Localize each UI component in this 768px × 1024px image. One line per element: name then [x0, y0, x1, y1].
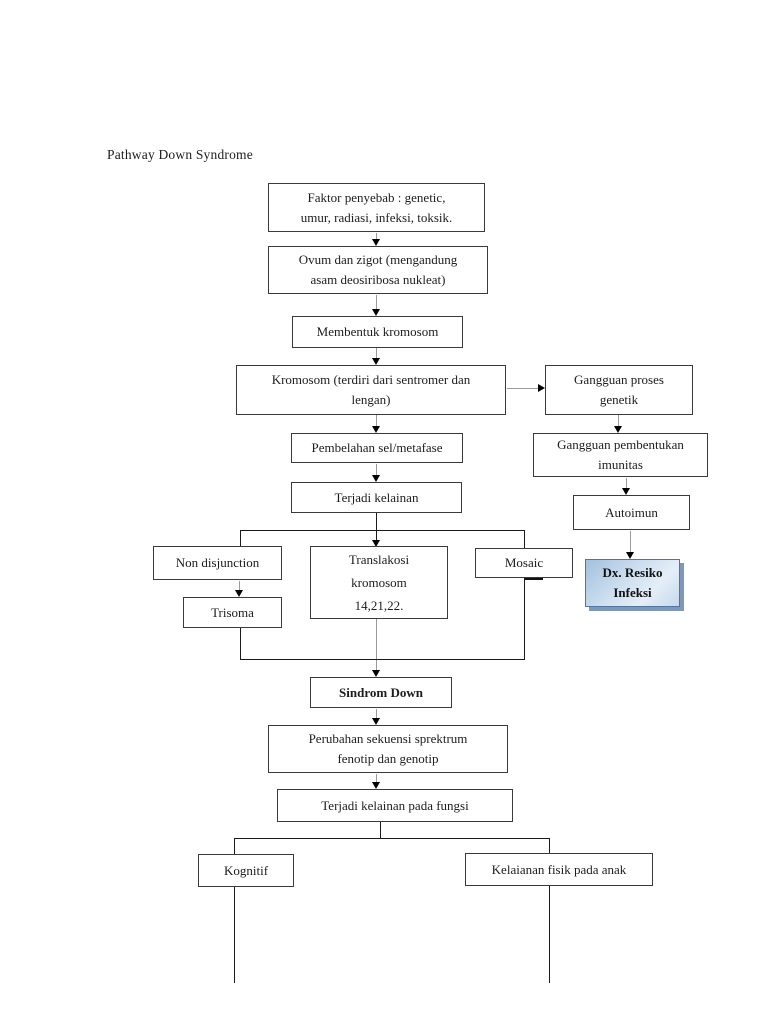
- tail-line-kelaianan: [549, 886, 551, 983]
- connector-perubahan-fungsi: [376, 774, 378, 782]
- node-gangguan-imunitas: Gangguan pembentukan imunitas: [533, 433, 708, 477]
- fork-stem-fungsi: [380, 822, 382, 839]
- branch-drop-nondisjunction: [240, 530, 242, 546]
- arrowhead-translakosi: [372, 540, 380, 547]
- arrowhead-gangguanproses-imunitas: [614, 426, 622, 433]
- branch-line-mosaic: [524, 530, 526, 660]
- diagram-title: Pathway Down Syndrome: [107, 147, 253, 162]
- arrowhead-autoimun-dx: [626, 552, 634, 559]
- arrowhead-faktor-ovum: [372, 239, 380, 246]
- arrowhead-pembelahan-kelainan: [372, 475, 380, 482]
- node-faktor-penyebab: Faktor penyebab : genetic, umur, radiasi…: [268, 183, 485, 232]
- branch-bar-top: [240, 530, 525, 532]
- branch-stem-kelainan: [376, 513, 378, 531]
- node-terjadi-kelainan-fungsi: Terjadi kelainan pada fungsi: [277, 789, 513, 822]
- mosaic-connector-joint: [524, 577, 543, 580]
- connector-ovum-membentuk: [376, 295, 378, 309]
- node-gangguan-proses-genetik: Gangguan proses genetik: [545, 365, 693, 415]
- connector-faktor-ovum: [376, 233, 378, 240]
- node-sindrom-down: Sindrom Down: [310, 677, 452, 708]
- connector-nondisjunction-trisoma: [239, 581, 241, 590]
- node-kelaianan-fisik: Kelaianan fisik pada anak: [465, 853, 653, 886]
- node-kognitif: Kognitif: [198, 854, 294, 887]
- branch-tail-trisoma: [240, 628, 242, 660]
- node-ovum-zigot: Ovum dan zigot (mengandung asam deosirib…: [268, 246, 488, 294]
- arrowhead-nondisjunction-trisoma: [235, 590, 243, 597]
- fork-drop-kelaianan: [549, 838, 551, 853]
- branch-bar-bottom: [240, 659, 525, 661]
- connector-branches-sindrom: [376, 660, 378, 670]
- branch-drop-translakosi: [376, 530, 378, 540]
- node-dx-resiko-infeksi: Dx. Resiko Infeksi: [585, 559, 680, 607]
- node-trisoma: Trisoma: [183, 597, 282, 628]
- arrowhead-kromosom-gangguanproses: [538, 384, 545, 392]
- arrowhead-sindrom-perubahan: [372, 718, 380, 725]
- node-perubahan-sekuensi: Perubahan sekuensi sprektrum fenotip dan…: [268, 725, 508, 773]
- connector-autoimun-dx: [630, 531, 632, 552]
- connector-membentuk-kromosom: [376, 348, 378, 358]
- connector-sindrom-perubahan: [376, 709, 378, 718]
- connector-gangguanproses-imunitas: [618, 415, 620, 426]
- node-kromosom: Kromosom (terdiri dari sentromer dan len…: [236, 365, 506, 415]
- fork-drop-kognitif: [234, 838, 236, 854]
- node-terjadi-kelainan: Terjadi kelainan: [291, 482, 462, 513]
- connector-pembelahan-kelainan: [376, 464, 378, 475]
- arrowhead-membentuk-kromosom: [372, 358, 380, 365]
- arrowhead-imunitas-autoimun: [622, 488, 630, 495]
- arrowhead-ovum-membentuk: [372, 309, 380, 316]
- node-membentuk-kromosom: Membentuk kromosom: [292, 316, 463, 348]
- fork-bar: [234, 838, 550, 840]
- connector-kromosom-gangguanproses: [507, 388, 538, 390]
- node-mosaic: Mosaic: [475, 548, 573, 578]
- arrowhead-perubahan-fungsi: [372, 782, 380, 789]
- node-pembelahan-sel: Pembelahan sel/metafase: [291, 433, 463, 463]
- tail-line-kognitif: [234, 887, 236, 983]
- connector-kromosom-pembelahan: [376, 415, 378, 426]
- arrowhead-branches-sindrom: [372, 670, 380, 677]
- node-translakosi-kromosom: Translakosi kromosom 14,21,22.: [310, 546, 448, 619]
- branch-tail-translakosi: [376, 619, 378, 660]
- connector-imunitas-autoimun: [626, 478, 628, 488]
- arrowhead-kromosom-pembelahan: [372, 426, 380, 433]
- node-autoimun: Autoimun: [573, 495, 690, 530]
- node-non-disjunction: Non disjunction: [153, 546, 282, 580]
